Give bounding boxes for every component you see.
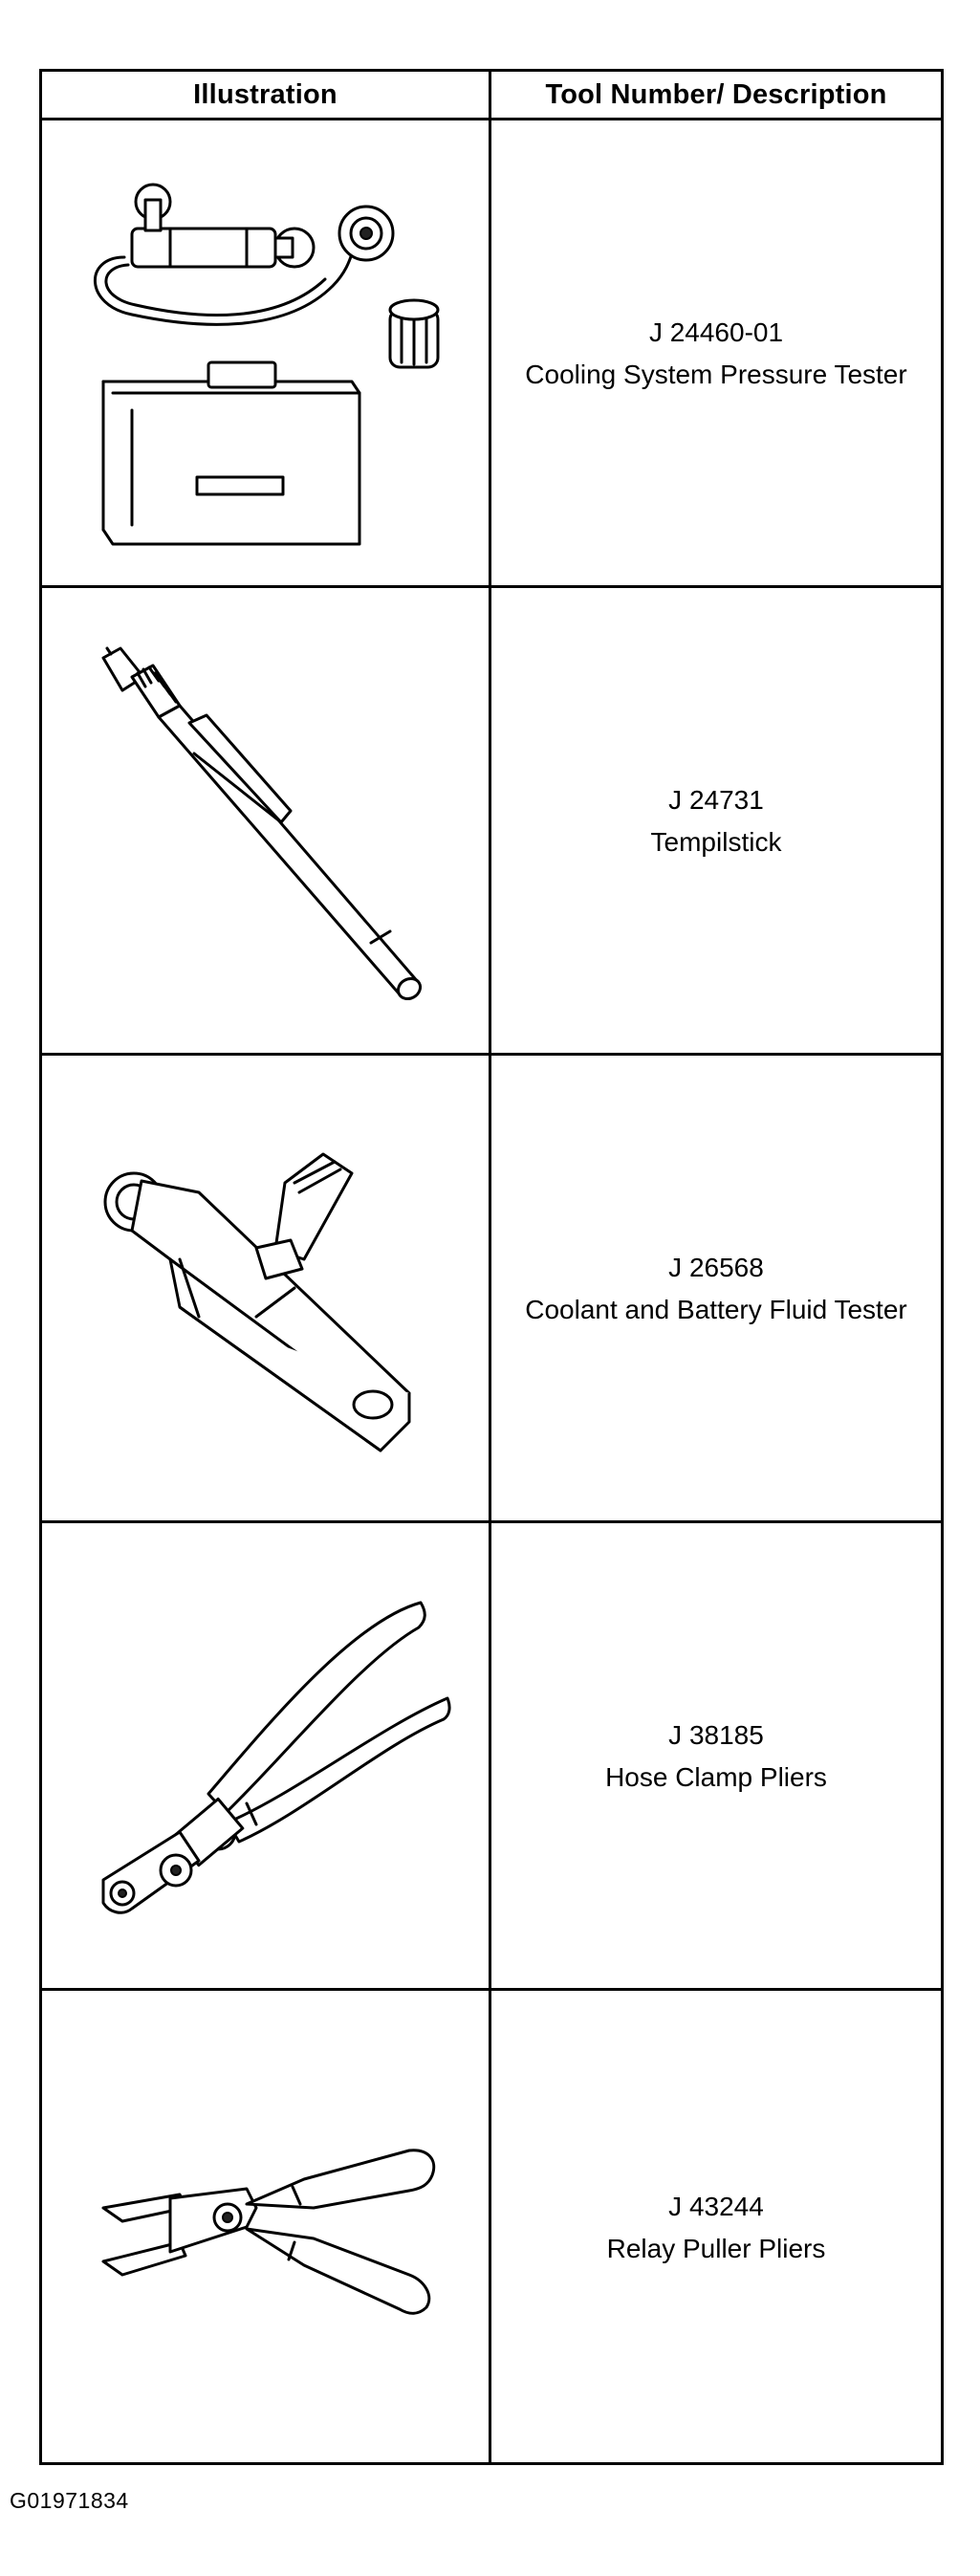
illustration-cell (39, 585, 491, 1056)
tool-number: J 38185 (668, 1720, 764, 1750)
table-header-row: Illustration Tool Number/ Description (39, 69, 944, 120)
description-cell: J 24731 Tempilstick (489, 585, 944, 1056)
tool-number: J 43244 (668, 2191, 764, 2221)
tempilstick-icon (101, 646, 422, 1001)
illustration-cell (39, 118, 491, 588)
tool-number: J 24460-01 (648, 317, 784, 347)
table-row: J 26568 Coolant and Battery Fluid Tester (39, 1053, 944, 1523)
description-cell: J 24460-01 Cooling System Pressure Teste… (489, 118, 944, 588)
cooling-system-pressure-tester-icon (93, 183, 439, 546)
header-description: Tool Number/ Description (489, 69, 944, 120)
tool-number: J 24731 (668, 785, 764, 815)
description-cell: J 26568 Coolant and Battery Fluid Tester (489, 1053, 944, 1523)
coolant-battery-fluid-tester-icon (103, 1152, 410, 1452)
relay-puller-pliers-icon (101, 2148, 435, 2315)
illustration-cell (39, 1520, 491, 1991)
figure-code: G01971834 (10, 2488, 129, 2513)
tool-number: J 26568 (668, 1253, 764, 1282)
tool-name: Cooling System Pressure Tester (525, 360, 907, 389)
table-row: J 24460-01 Cooling System Pressure Teste… (39, 118, 944, 588)
description-cell: J 38185 Hose Clamp Pliers (489, 1520, 944, 1991)
description-cell: J 43244 Relay Puller Pliers (489, 1988, 944, 2465)
illustration-cell (39, 1053, 491, 1523)
table-row: J 38185 Hose Clamp Pliers (39, 1520, 944, 1991)
header-illustration: Illustration (39, 69, 491, 120)
illustration-cell (39, 1988, 491, 2465)
tool-table: Illustration Tool Number/ Description (39, 69, 944, 2465)
tool-name: Relay Puller Pliers (606, 2233, 826, 2263)
table-row: J 43244 Relay Puller Pliers (39, 1988, 944, 2465)
tool-name: Hose Clamp Pliers (605, 1762, 827, 1792)
tool-name: Coolant and Battery Fluid Tester (525, 1295, 907, 1324)
tool-name: Tempilstick (650, 827, 782, 857)
hose-clamp-pliers-icon (101, 1601, 451, 1914)
table-row: J 24731 Tempilstick (39, 585, 944, 1056)
